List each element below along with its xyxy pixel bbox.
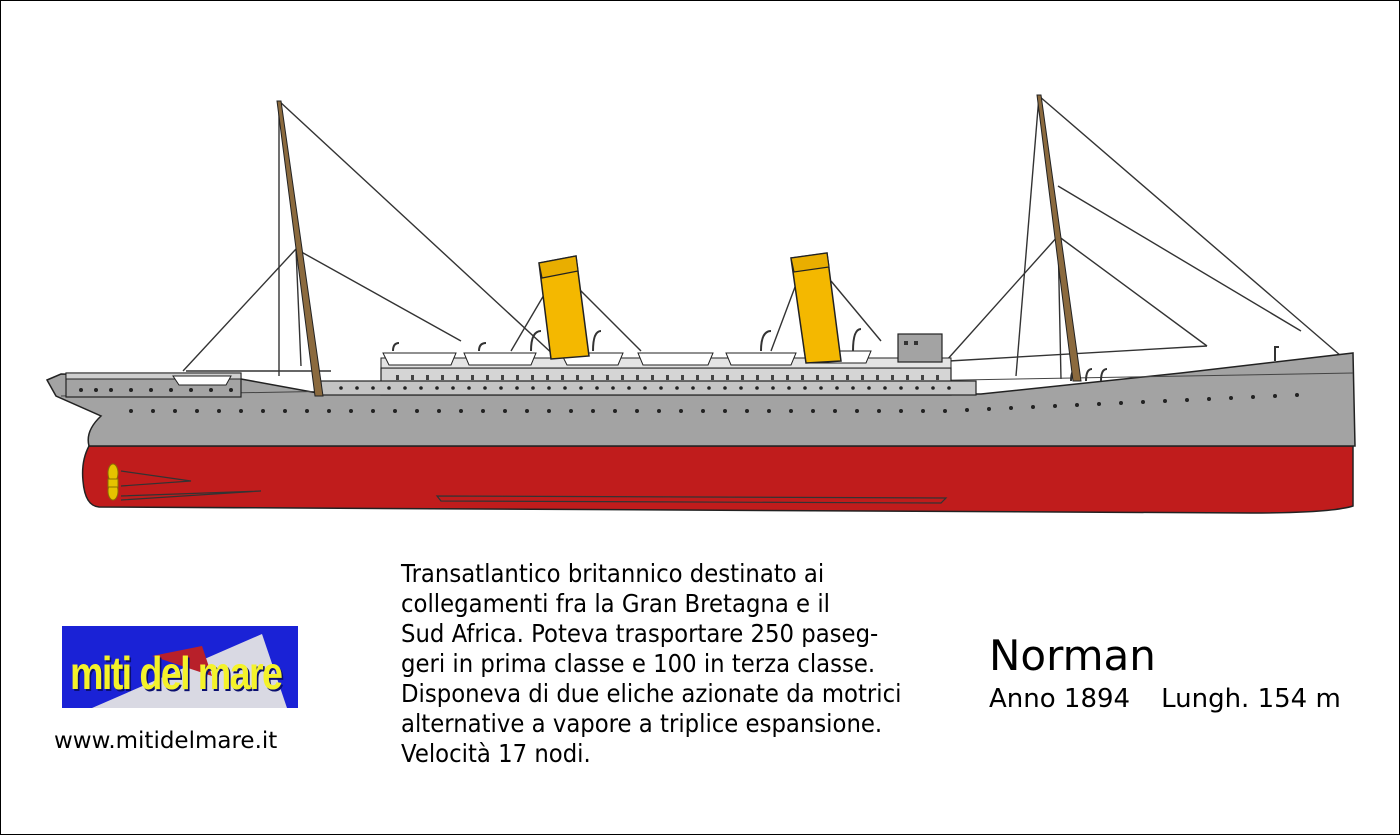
description-line: geri in prima classe e 100 in terza clas… [401, 649, 876, 678]
funnels [538, 252, 842, 364]
propeller [107, 463, 119, 501]
ship-length: Lungh. 154 m [1161, 684, 1341, 714]
description-line: Sud Africa. Poteva trasportare 250 paseg… [401, 619, 879, 648]
logo-sail-shape [92, 634, 287, 708]
description-line: alternative a vapore a triplice espansio… [401, 709, 883, 738]
description-line: Velocità 17 nodi. [401, 739, 591, 768]
ship-stats: Anno 1894 Lungh. 154 m [989, 684, 1341, 714]
description-line: Disponeva di due eliche azionate da motr… [401, 679, 902, 708]
description-line: Transatlantico britannico destinato ai [401, 559, 825, 588]
logo-text: miti del mare [70, 647, 283, 699]
description-line: collegamenti fra la Gran Bretagna e il [401, 589, 830, 618]
logo-miti-del-mare[interactable]: miti del mare [62, 626, 298, 708]
ship-year: Anno 1894 [989, 684, 1131, 714]
rigging [182, 95, 1342, 380]
masts [276, 94, 1082, 397]
ship-description: Transatlantico britannico destinato ai c… [401, 559, 901, 769]
website-link[interactable]: www.mitidelmare.it [54, 728, 278, 754]
ship-name: Norman [989, 631, 1156, 680]
portholes [79, 386, 1299, 413]
